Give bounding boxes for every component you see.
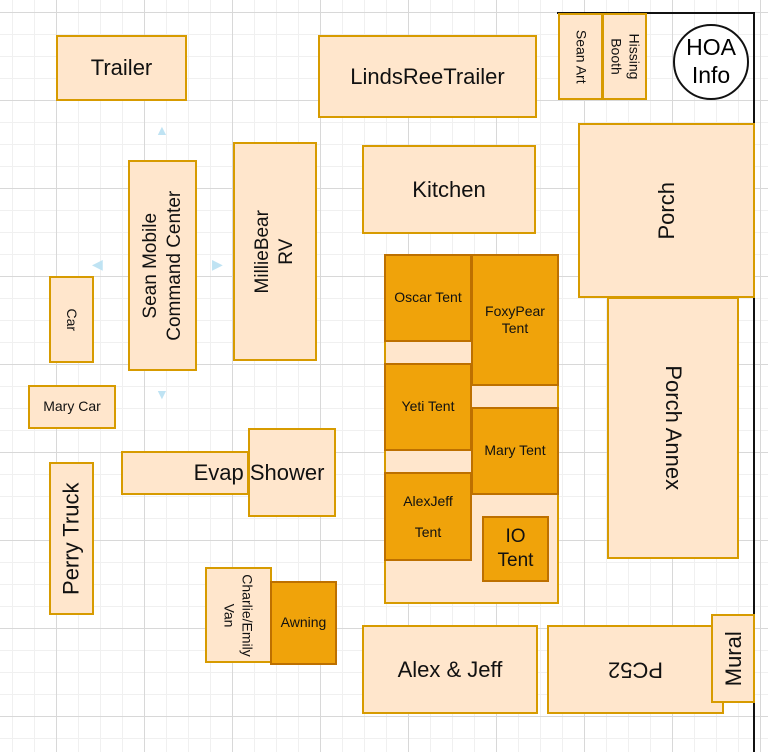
evap-shower-box[interactable] xyxy=(248,428,336,517)
label-line: Booth xyxy=(608,38,625,75)
shape-awning[interactable]: Awning xyxy=(270,581,337,665)
label: Kitchen xyxy=(412,176,486,202)
label-line: Van xyxy=(222,603,239,627)
label-line: Tent xyxy=(497,550,534,571)
label-line: IO xyxy=(505,526,526,548)
connection-arrow-left-icon[interactable]: ◀ xyxy=(92,256,103,272)
label: PC52 xyxy=(607,657,664,683)
connection-arrow-up-icon[interactable]: ▲ xyxy=(155,122,169,138)
shape-car[interactable]: Car xyxy=(49,276,94,363)
shape-pc52[interactable]: PC52 xyxy=(547,625,724,714)
label: Trailer xyxy=(90,55,153,81)
shape-lindsree-trailer[interactable]: LindsReeTrailer xyxy=(318,35,537,118)
label: Evap Shower xyxy=(193,460,325,486)
label: Mary Car xyxy=(43,398,101,415)
label: Oscar Tent xyxy=(394,289,462,306)
shape-mary-car[interactable]: Mary Car xyxy=(28,385,116,429)
label-line: Sean Mobile xyxy=(139,212,161,319)
label: Porch xyxy=(653,181,679,240)
label: Car xyxy=(64,308,81,331)
label-line: Info xyxy=(691,62,731,88)
label: Sean Art xyxy=(573,29,590,84)
shape-trailer[interactable]: Trailer xyxy=(56,35,187,101)
boundary-frame xyxy=(557,12,755,752)
shape-alex-jeff[interactable]: Alex & Jeff xyxy=(362,625,538,714)
label-line: FoxyPear xyxy=(485,302,545,319)
shape-porch-annex[interactable]: Porch Annex xyxy=(607,297,739,559)
shape-yeti-tent[interactable]: Yeti Tent xyxy=(384,363,472,451)
shape-perry-truck[interactable]: Perry Truck xyxy=(49,462,94,615)
label-line: Charlie/Emily xyxy=(240,573,256,657)
connection-arrow-down-icon[interactable]: ▼ xyxy=(155,386,169,402)
shape-mural[interactable]: Mural xyxy=(711,614,755,703)
label: LindsReeTrailer xyxy=(350,63,505,89)
label: Alex & Jeff xyxy=(397,656,503,682)
label: Mural xyxy=(720,630,746,687)
label: Mary Tent xyxy=(484,442,546,459)
label: Yeti Tent xyxy=(401,398,455,415)
label: Porch Annex xyxy=(660,365,686,491)
connection-arrow-right-icon[interactable]: ▶ xyxy=(212,256,223,272)
evap-shower-base[interactable] xyxy=(121,451,249,495)
label-line: AlexJeff xyxy=(403,492,453,509)
label-line: MillieBear xyxy=(252,209,274,294)
label-line: HOA xyxy=(686,34,736,61)
label: Awning xyxy=(280,614,327,631)
label-line: Command Center xyxy=(163,190,185,341)
shape-porch[interactable]: Porch xyxy=(578,123,755,298)
shape-oscar-tent[interactable]: Oscar Tent xyxy=(384,254,472,342)
label-line: Hissing xyxy=(626,33,642,80)
shape-evap-shower: Evap Shower xyxy=(121,451,397,495)
label-line: Tent xyxy=(501,320,529,336)
shape-sean-art[interactable]: Sean Art xyxy=(558,13,603,100)
label-line: RV xyxy=(276,238,298,265)
label-line: Tent xyxy=(414,523,442,540)
label: Perry Truck xyxy=(58,482,84,595)
shape-kitchen[interactable]: Kitchen xyxy=(362,145,536,234)
shape-mary-tent[interactable]: Mary Tent xyxy=(471,407,559,495)
